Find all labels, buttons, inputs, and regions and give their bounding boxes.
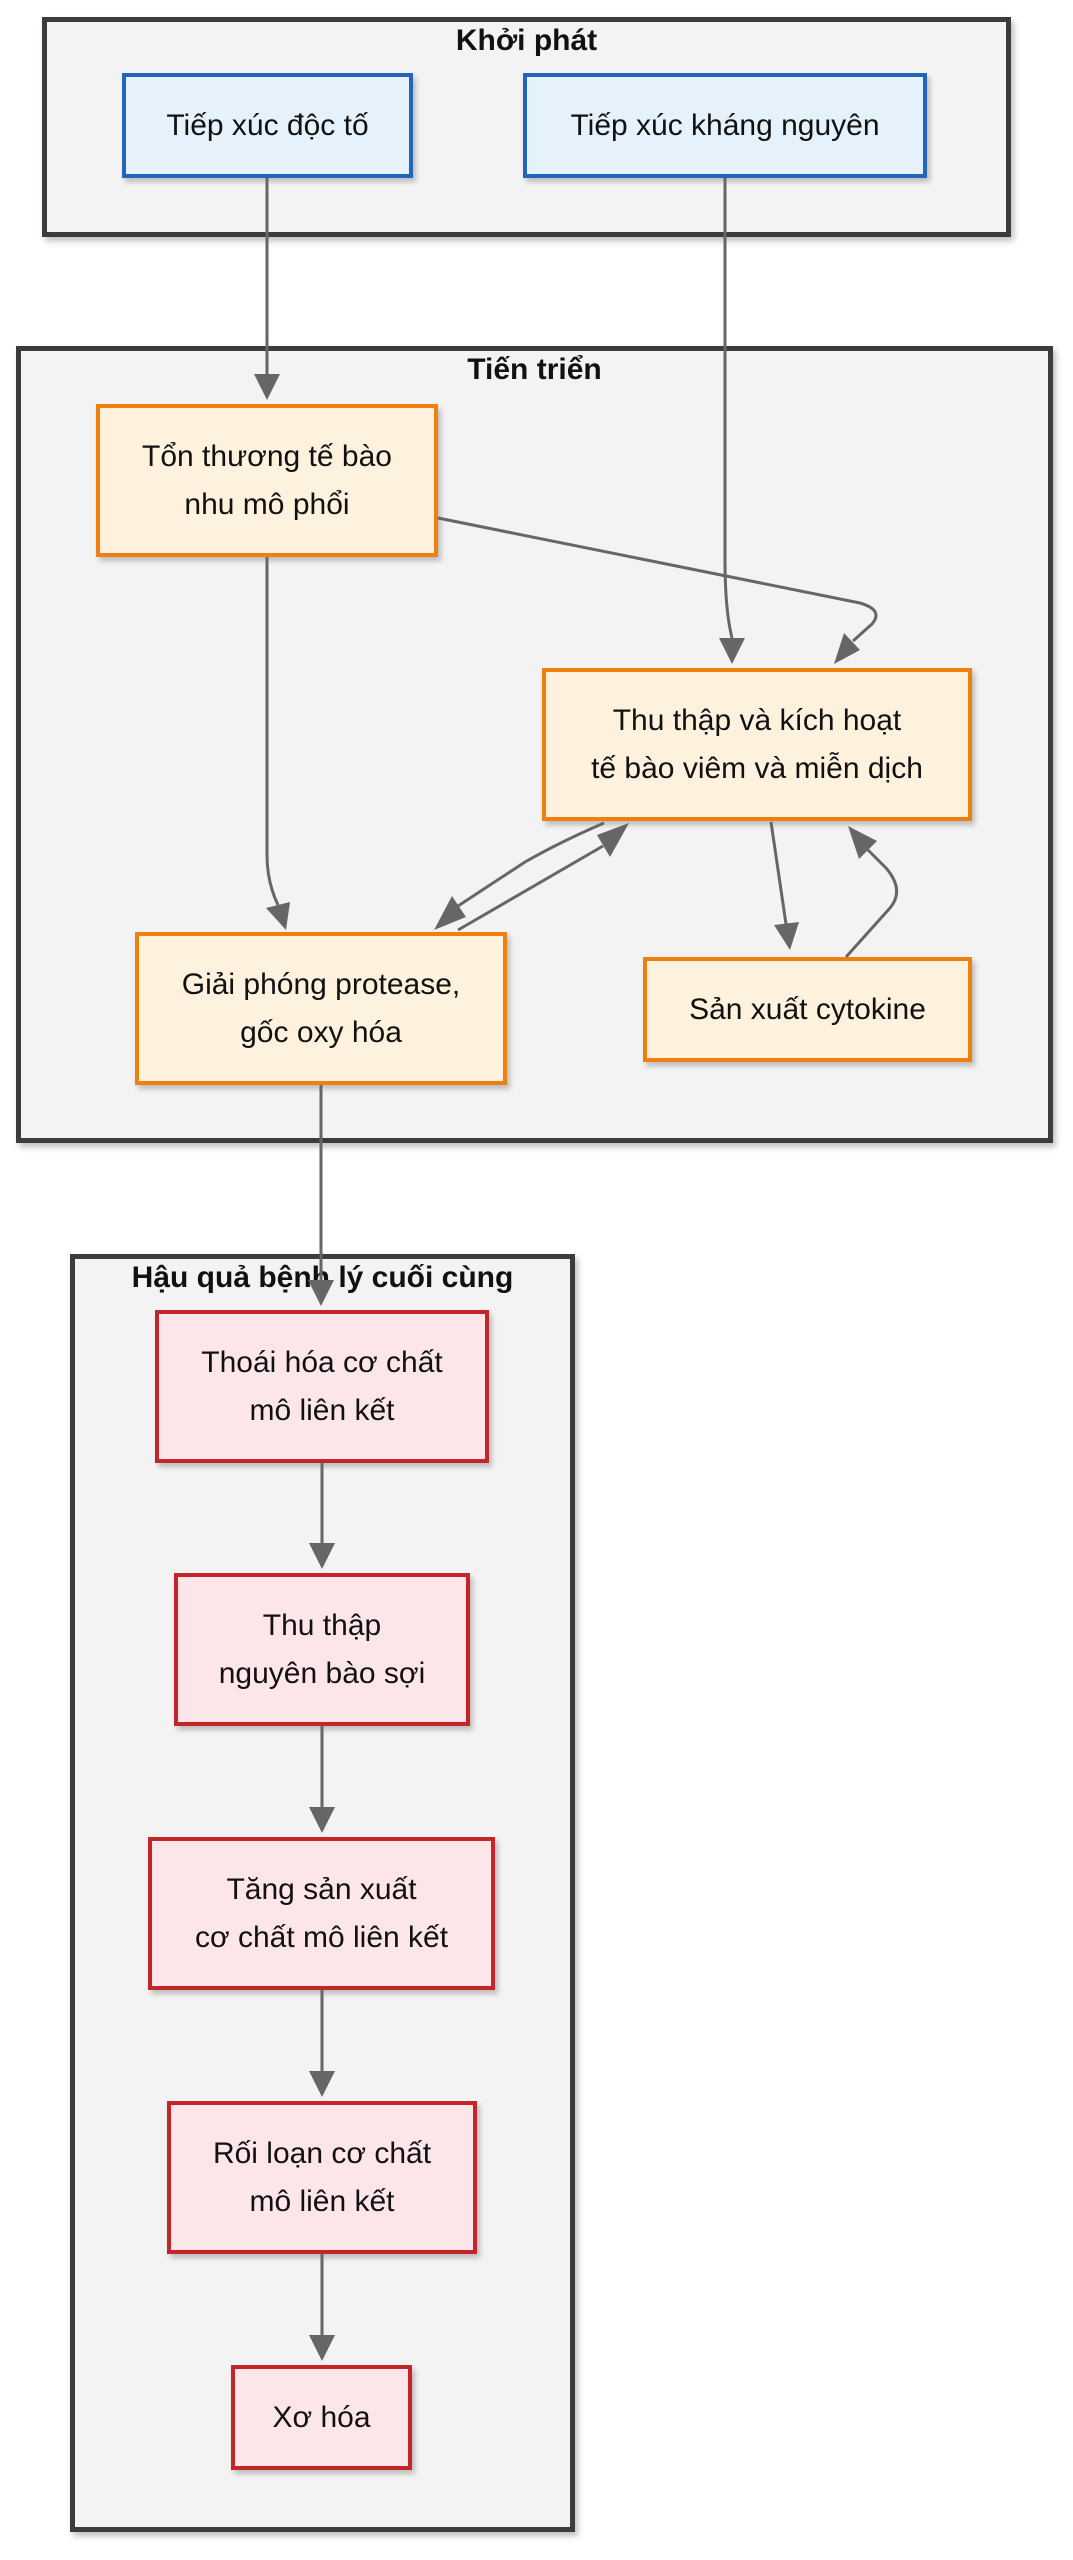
node-cytokine-production[interactable]: Sản xuất cytokine	[643, 957, 972, 1062]
node-fibrosis[interactable]: Xơ hóa	[231, 2365, 412, 2470]
node-protease-release[interactable]: Giải phóng protease, gốc oxy hóa	[135, 932, 507, 1085]
cluster-onset-title: Khởi phát	[455, 24, 598, 57]
node-fibroblast-recruitment[interactable]: Thu thập nguyên bào sợi	[174, 1573, 470, 1726]
node-matrix-disorder[interactable]: Rối loạn cơ chất mô liên kết	[167, 2101, 477, 2254]
node-antigen-exposure[interactable]: Tiếp xúc kháng nguyên	[523, 73, 927, 178]
node-immune-recruitment[interactable]: Thu thập và kích hoạt tế bào viêm và miễ…	[542, 668, 972, 821]
node-toxin-exposure[interactable]: Tiếp xúc độc tố	[122, 73, 413, 178]
node-matrix-degradation[interactable]: Thoái hóa cơ chất mô liên kết	[155, 1310, 489, 1463]
node-cell-injury[interactable]: Tổn thương tế bào nhu mô phổi	[96, 404, 438, 557]
node-matrix-production[interactable]: Tăng sản xuất cơ chất mô liên kết	[148, 1837, 495, 1990]
cluster-outcome-title: Hậu quả bệnh lý cuối cùng	[131, 1261, 514, 1294]
cluster-progression-title: Tiến triển	[467, 353, 602, 386]
